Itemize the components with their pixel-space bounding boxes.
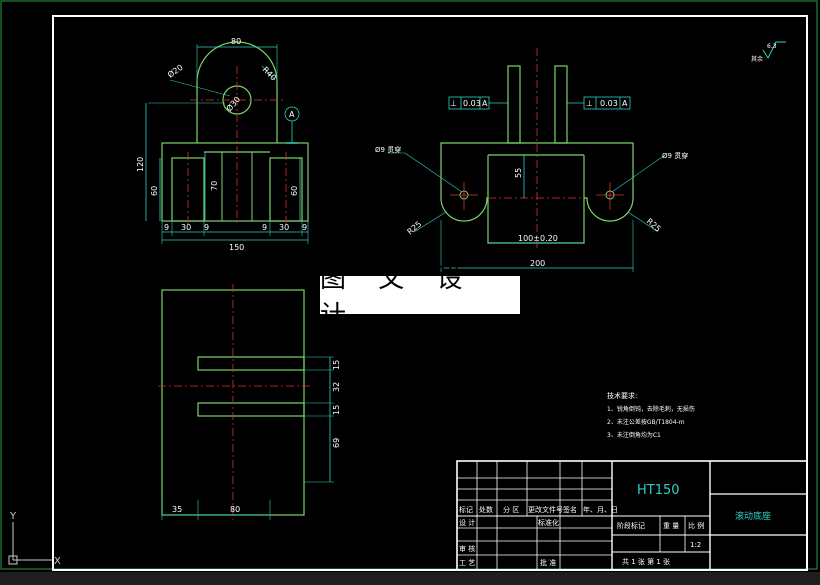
ucs-icon: Y X xyxy=(8,511,61,567)
dim-b4: 9 xyxy=(262,223,267,232)
watermark-text: 图 文 设 计 xyxy=(320,264,475,331)
tech-notes: 技术要求: 1、锐角倒钝，去除毛刺，无损伤 2、未注公差按GB/T1804-m … xyxy=(607,391,695,439)
row-review: 审 核 xyxy=(459,544,475,553)
dim-69: 69 xyxy=(332,438,341,448)
sheet-text: 共 1 张 第 1 张 xyxy=(622,557,670,566)
tol-left-value: 0.03 xyxy=(463,99,481,108)
tol-left-datum: A xyxy=(482,99,488,108)
col-mark: 标记 xyxy=(459,505,473,514)
front-view: 80 Ø20 R40 Ø30 A 120 60 70 60 9 30 9 9 3… xyxy=(136,37,309,252)
side-view: ⊥ 0.03 A ⊥ 0.03 A Ø9 贯穿 Ø9 贯穿 55 R25 R25… xyxy=(375,48,688,272)
dim-b5: 30 xyxy=(279,223,289,232)
dim-top-width: 80 xyxy=(231,37,241,46)
ucs-y-label: Y xyxy=(9,511,17,522)
dim-15a: 15 xyxy=(332,360,341,370)
dim-radius: R40 xyxy=(261,65,279,83)
dim-b2: 30 xyxy=(181,223,191,232)
material: HT150 xyxy=(637,483,680,498)
stage-label: 阶段标记 xyxy=(617,521,645,530)
dim-35: 35 xyxy=(172,505,182,514)
title-block-text: HT150 滚动底座 标记 处数 分 区 更改文件号 签名 年、月、日 设 计 … xyxy=(459,483,771,567)
col-doc: 更改文件号 xyxy=(528,505,563,514)
dim-b1: 9 xyxy=(164,223,169,232)
dim-slot-right: 60 xyxy=(290,186,299,196)
tol-right-value: 0.03 xyxy=(600,99,618,108)
col-sign: 签名 xyxy=(563,505,577,514)
col-count: 处数 xyxy=(479,505,493,514)
row-design: 设 计 xyxy=(459,518,475,527)
tol-right-symbol: ⊥ xyxy=(586,99,593,108)
part-name: 滚动底座 xyxy=(735,510,771,522)
dim-b6: 9 xyxy=(302,223,307,232)
dim-80: 80 xyxy=(230,505,240,514)
row-process: 工 艺 xyxy=(459,559,475,567)
tech-note-3: 3、未注倒角均为C1 xyxy=(607,431,661,439)
roughness-symbol: 6.3 其余 xyxy=(751,41,786,63)
dim-32: 32 xyxy=(332,382,341,392)
dim-depth: 55 xyxy=(514,168,523,178)
tol-left-symbol: ⊥ xyxy=(450,99,457,108)
row-approve: 批 准 xyxy=(540,558,556,567)
watermark-banner: 图 文 设 计 xyxy=(320,264,520,331)
top-view: 15 32 15 69 35 80 xyxy=(158,284,341,520)
scale-value: 1:2 xyxy=(690,541,701,549)
col-zone: 分 区 xyxy=(503,505,519,514)
dim-radius-left: R25 xyxy=(406,220,424,237)
dim-slot-left: 60 xyxy=(150,186,159,196)
tol-right-datum: A xyxy=(622,99,628,108)
hole-right-note: Ø9 贯穿 xyxy=(662,151,688,160)
col-date: 年、月、日 xyxy=(583,505,618,514)
dim-b3: 9 xyxy=(204,223,209,232)
datum-label: A xyxy=(289,110,295,119)
dim-total-width-side: 200 xyxy=(530,259,545,268)
tech-notes-title: 技术要求: xyxy=(607,391,637,400)
title-block xyxy=(456,460,808,571)
tech-note-2: 2、未注公差按GB/T1804-m xyxy=(607,418,685,426)
scale-label: 比 例 xyxy=(688,521,704,530)
dim-slot-width: 100±0.20 xyxy=(518,234,558,243)
dim-phi-hole: Ø20 xyxy=(165,62,184,80)
dim-15b: 15 xyxy=(332,405,341,415)
hole-left-note: Ø9 贯穿 xyxy=(375,145,401,154)
dim-radius-right: R25 xyxy=(645,217,663,234)
drawing-border xyxy=(52,15,808,571)
weight-label: 重 量 xyxy=(663,522,679,530)
tech-note-1: 1、锐角倒钝，去除毛刺，无损伤 xyxy=(607,405,695,413)
roughness-value: 6.3 xyxy=(767,43,777,50)
dim-total-width: 150 xyxy=(229,243,244,252)
row-standard: 标准化 xyxy=(538,518,559,527)
dim-height: 120 xyxy=(136,157,145,172)
roughness-label: 其余 xyxy=(751,55,763,63)
dim-bore: Ø30 xyxy=(224,94,242,113)
status-bar xyxy=(0,572,820,585)
ucs-x-label: X xyxy=(54,556,61,567)
dim-center-height: 70 xyxy=(210,181,219,191)
